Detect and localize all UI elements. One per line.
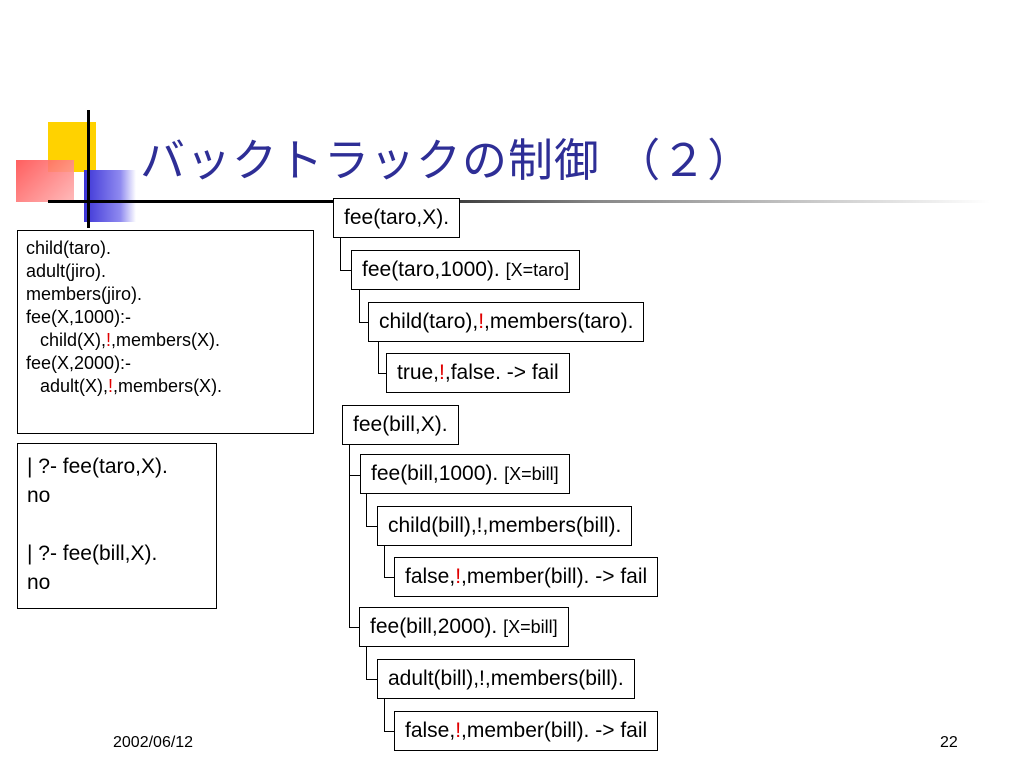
cut-symbol: ! xyxy=(478,310,485,333)
cut-symbol: ! xyxy=(439,361,445,384)
trace-node-child-taro: child(taro),!,members(taro). xyxy=(368,302,645,342)
tree-connector xyxy=(366,647,377,680)
tree-connector xyxy=(349,443,360,628)
answer-line: no xyxy=(27,571,51,594)
trace-node-fee-bill-1000: fee(bill,1000). [X=bill] xyxy=(360,454,570,494)
program-line: fee(X,2000):- xyxy=(26,353,132,373)
tree-connector xyxy=(378,342,388,374)
tree-connector xyxy=(349,443,360,476)
program-line: child(taro). xyxy=(26,238,112,258)
trace-node-true-fail: true,!,false. -> fail xyxy=(386,353,570,393)
program-line: adult(X),!,members(X). xyxy=(40,376,223,396)
cut-symbol: ! xyxy=(455,565,462,588)
query-line: | ?- fee(taro,X). xyxy=(27,455,168,478)
trace-node-false-fail-2: false,!,member(bill). -> fail xyxy=(394,711,659,751)
cut-symbol: ! xyxy=(108,376,114,396)
program-box: child(taro). adult(jiro). members(jiro).… xyxy=(17,230,314,434)
trace-node-fee-bill-2000: fee(bill,2000). [X=bill] xyxy=(359,607,569,647)
trace-node-adult-bill: adult(bill),!,members(bill). xyxy=(377,659,635,699)
binding-label: [X=bill] xyxy=(504,464,559,484)
program-line: members(jiro). xyxy=(26,284,143,304)
cut-symbol: ! xyxy=(106,330,112,350)
trace-node-child-bill: child(bill),!,members(bill). xyxy=(377,506,633,546)
footer-date: 2002/06/12 xyxy=(113,734,194,751)
tree-connector xyxy=(384,699,395,732)
tree-connector xyxy=(366,494,377,527)
query-line: | ?- fee(bill,X). xyxy=(27,542,158,565)
trace-node-false-fail-1: false,!,member(bill). -> fail xyxy=(394,557,659,597)
trace-node-fee-taro: fee(taro,X). xyxy=(333,198,461,238)
program-line: adult(jiro). xyxy=(26,261,107,281)
cut-symbol: ! xyxy=(455,719,462,742)
logo-blue-square xyxy=(84,170,136,222)
footer-page-number: 22 xyxy=(940,734,958,751)
tree-connector xyxy=(384,546,395,578)
title-rule xyxy=(120,200,990,203)
slide-title: バックトラックの制御 （２） xyxy=(140,134,754,187)
tree-connector xyxy=(359,290,370,323)
program-line: fee(X,1000):- xyxy=(26,307,132,327)
tree-connector xyxy=(340,238,355,271)
query-box: | ?- fee(taro,X). no | ?- fee(bill,X). n… xyxy=(17,443,217,609)
binding-label: [X=taro] xyxy=(505,260,570,280)
logo-red-square xyxy=(16,160,74,202)
trace-node-fee-bill: fee(bill,X). xyxy=(342,405,459,445)
trace-node-fee-taro-1000: fee(taro,1000). [X=taro] xyxy=(351,250,581,290)
program-line: child(X),!,members(X). xyxy=(40,330,221,350)
logo-vertical-line xyxy=(87,110,90,228)
answer-line: no xyxy=(27,484,51,507)
logo-horizontal-line xyxy=(48,200,124,203)
binding-label: [X=bill] xyxy=(503,617,558,637)
